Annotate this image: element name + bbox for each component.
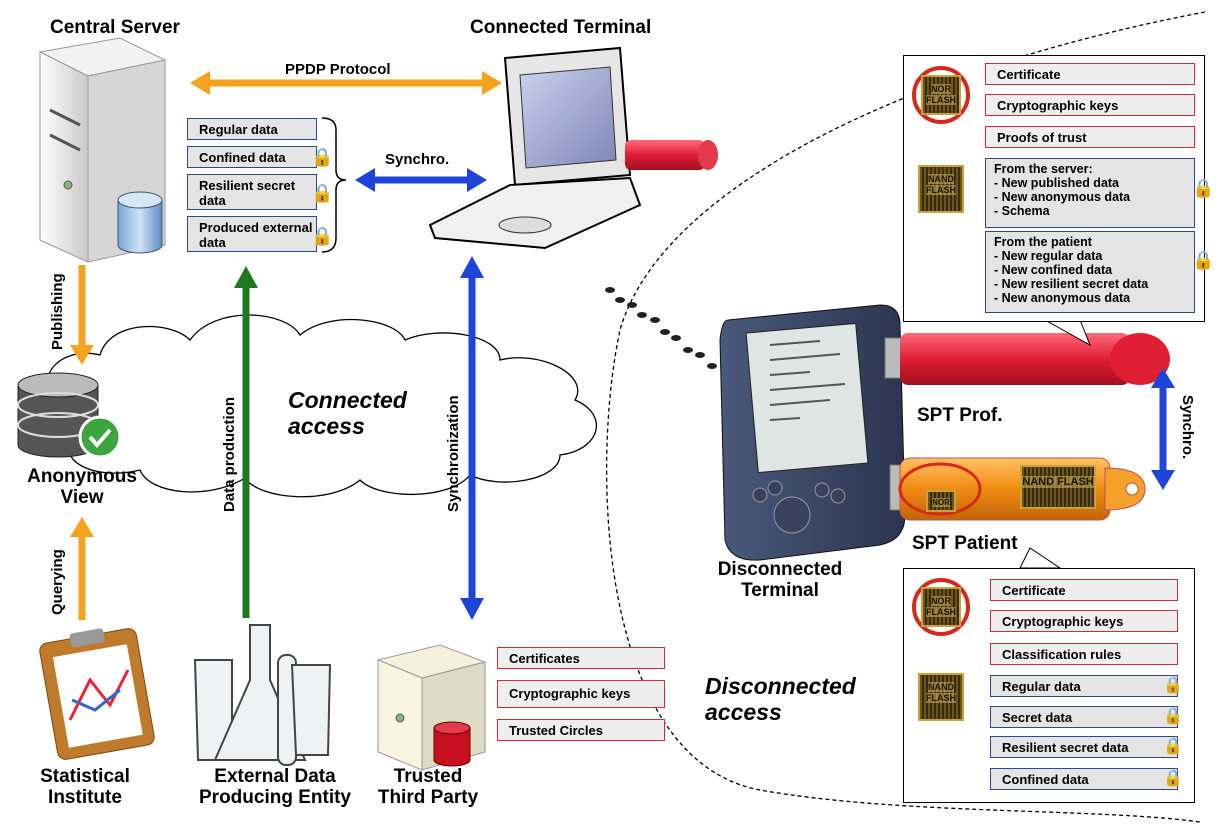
- synchro-right-arrow: [1151, 368, 1175, 490]
- prof-from-patient: From the patient - New regular data - Ne…: [985, 231, 1195, 313]
- from-server-line: From the server:: [994, 162, 1093, 176]
- lock-icon: 🔒: [1163, 677, 1183, 694]
- ttp-box-trusted-circles: Trusted Circles: [497, 719, 665, 741]
- from-patient-line: From the patient: [994, 235, 1092, 249]
- patient-panel-tail: [1019, 547, 1062, 569]
- lock-icon: 🔒: [1163, 738, 1183, 755]
- patient-box-classification: Classification rules: [990, 643, 1178, 665]
- pda-icon: [719, 304, 906, 561]
- spt-prof-title: SPT Prof.: [917, 405, 1003, 426]
- nand-flash-chip: NAND FLASH: [918, 673, 964, 721]
- lock-icon: 🔒: [1163, 770, 1183, 787]
- nor-flash-chip: NOR FLASH: [921, 587, 961, 627]
- ppdp-arrow: [190, 71, 502, 95]
- patient-box-regular: Regular data: [990, 675, 1178, 697]
- prof-box-certificate: Certificate: [985, 63, 1195, 85]
- connected-access-label: Connected access: [288, 387, 407, 439]
- patient-box-resilient: Resilient secret data: [990, 736, 1178, 758]
- cloud-shape: [39, 314, 597, 498]
- central-server-title: Central Server: [50, 17, 180, 38]
- lab-glassware-icon: [193, 624, 332, 766]
- from-server-line: - Schema: [994, 204, 1050, 218]
- disconnected-zone-boundary: [605, 11, 1206, 823]
- central-server-icon: [38, 37, 167, 263]
- from-patient-line: - New anonymous data: [994, 291, 1131, 305]
- from-patient-line: - New regular data: [994, 249, 1103, 263]
- statistical-institute-title: Statistical Institute: [40, 766, 130, 808]
- synchro-right-label: Synchro.: [1179, 395, 1196, 460]
- nor-flash-chip: NOR FLASH: [921, 75, 961, 115]
- prof-box-proofs: Proofs of trust: [985, 126, 1195, 148]
- clipboard-icon: [39, 628, 155, 760]
- laptop-usb-stick: [625, 140, 705, 170]
- synchronization-label: Synchronization: [445, 395, 462, 512]
- from-patient-line: - New confined data: [994, 263, 1113, 277]
- synchronization-arrow: [460, 256, 484, 620]
- querying-label: Querying: [49, 549, 66, 615]
- server-brace: [321, 117, 347, 253]
- anonymous-view-icon: [17, 372, 122, 459]
- nor-flash-ring: [912, 66, 970, 124]
- data-production-arrow: [234, 266, 258, 618]
- disconnected-access-label: Disconnected access: [705, 673, 856, 725]
- lock-icon: 🔒: [311, 226, 334, 246]
- publishing-label: Publishing: [49, 273, 66, 350]
- lock-icon: 🔒: [311, 147, 334, 167]
- nor-flash-ring: [912, 578, 970, 636]
- from-server-line: - New anonymous data: [994, 190, 1131, 204]
- nand-flash-chip: NAND FLASH: [918, 165, 964, 213]
- lock-icon: 🔒: [1163, 708, 1183, 725]
- patient-box-crypto-keys: Cryptographic keys: [990, 610, 1178, 632]
- usb-nor-chip: NOR: [926, 490, 956, 512]
- prof-from-server: From the server: - New published data - …: [985, 158, 1195, 228]
- ttp-box-crypto-keys: Cryptographic keys: [497, 680, 665, 708]
- lock-icon: 🔒: [1192, 250, 1215, 270]
- prof-box-crypto-keys: Cryptographic keys: [985, 94, 1195, 116]
- patient-box-certificate: Certificate: [990, 579, 1178, 601]
- spt-prof-usb: [884, 333, 1170, 385]
- patient-box-confined: Confined data: [990, 768, 1178, 790]
- data-production-label: Data production: [221, 397, 238, 512]
- spt-patient-title: SPT Patient: [912, 533, 1018, 554]
- connected-terminal-icon: [428, 46, 642, 250]
- synchro-top-label: Synchro.: [385, 151, 450, 168]
- external-entity-title: External Data Producing Entity: [199, 766, 351, 808]
- ppdp-protocol-label: PPDP Protocol: [285, 61, 391, 78]
- ttp-box-certificates: Certificates: [497, 647, 665, 669]
- connected-terminal-title: Connected Terminal: [470, 17, 652, 38]
- from-server-line: - New published data: [994, 176, 1120, 190]
- server-box-regular: Regular data: [187, 118, 317, 140]
- patient-box-secret: Secret data: [990, 706, 1178, 728]
- lock-icon: 🔒: [311, 183, 334, 203]
- from-patient-line: - New resilient secret data: [994, 277, 1149, 291]
- publishing-arrow: [70, 265, 94, 365]
- disconnected-terminal-title: Disconnected Terminal: [717, 559, 843, 601]
- server-box-confined: Confined data: [187, 146, 317, 168]
- usb-nand-chip: NAND FLASH: [1020, 465, 1096, 509]
- lock-icon: 🔒: [1192, 178, 1215, 198]
- trusted-third-party-title: Trusted Third Party: [377, 766, 479, 808]
- footsteps-icon: [605, 287, 717, 369]
- trusted-third-party-icon: [376, 644, 487, 771]
- synchro-top-arrow: [355, 168, 487, 192]
- server-box-produced: Produced external data: [187, 216, 317, 252]
- querying-arrow: [70, 517, 94, 620]
- server-box-resilient: Resilient secret data: [187, 174, 317, 210]
- anonymous-view-title: Anonymous View: [27, 466, 137, 508]
